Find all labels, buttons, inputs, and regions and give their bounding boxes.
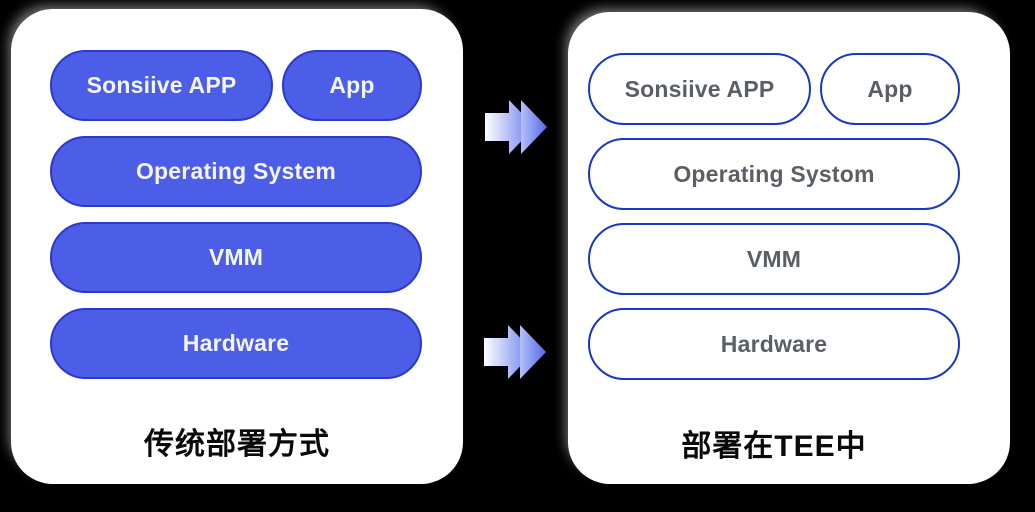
vmm-label: VMM	[208, 244, 264, 270]
os-layer-row: Operating Systom	[588, 138, 960, 210]
vmm-pill: VMM	[588, 223, 960, 295]
traditional-layer-stack: Sonsiive APP App Operating System VMM Ha…	[50, 50, 422, 379]
hardware-label: Hardware	[182, 330, 290, 356]
operating-system-label: Operating System	[135, 158, 337, 184]
tee-layer-stack: Sonsiive APP App Operating Systom VMM Ha…	[588, 53, 960, 380]
traditional-deployment-caption: 传统部署方式	[144, 428, 330, 461]
operating-system-pill: Operating System	[50, 136, 422, 207]
vmm-label: VMM	[746, 245, 802, 272]
app-label: App	[329, 72, 375, 98]
sonsiive-app-label: Sonsiive APP	[624, 75, 775, 102]
hardware-layer-row: Hardware	[588, 308, 960, 380]
operating-system-label: Operating Systom	[673, 160, 875, 187]
app-pill: App	[282, 50, 422, 121]
os-layer-row: Operating System	[50, 136, 422, 207]
hardware-layer-row: Hardware	[50, 308, 422, 379]
sonsiive-app-pill: Sonsiive APP	[588, 53, 811, 125]
app-label: App	[867, 75, 913, 102]
app-layer-row: Sonsiive APP App	[588, 53, 960, 125]
arrow-right-icon	[485, 100, 547, 154]
hardware-label: Hardware	[720, 330, 828, 357]
sonsiive-app-pill: Sonsiive APP	[50, 50, 273, 121]
arrow-right-icon	[484, 325, 546, 379]
vmm-layer-row: VMM	[588, 223, 960, 295]
vmm-pill: VMM	[50, 222, 422, 293]
tee-deployment-panel: Sonsiive APP App Operating Systom VMM Ha…	[568, 12, 1010, 484]
tee-deployment-caption: 部署在TEE中	[681, 430, 867, 463]
vmm-layer-row: VMM	[50, 222, 422, 293]
sonsiive-app-label: Sonsiive APP	[86, 72, 237, 98]
hardware-pill: Hardware	[588, 308, 960, 380]
app-pill: App	[820, 53, 960, 125]
app-layer-row: Sonsiive APP App	[50, 50, 422, 121]
traditional-deployment-panel: Sonsiive APP App Operating System VMM Ha…	[11, 9, 463, 484]
hardware-pill: Hardware	[50, 308, 422, 379]
operating-system-pill: Operating Systom	[588, 138, 960, 210]
